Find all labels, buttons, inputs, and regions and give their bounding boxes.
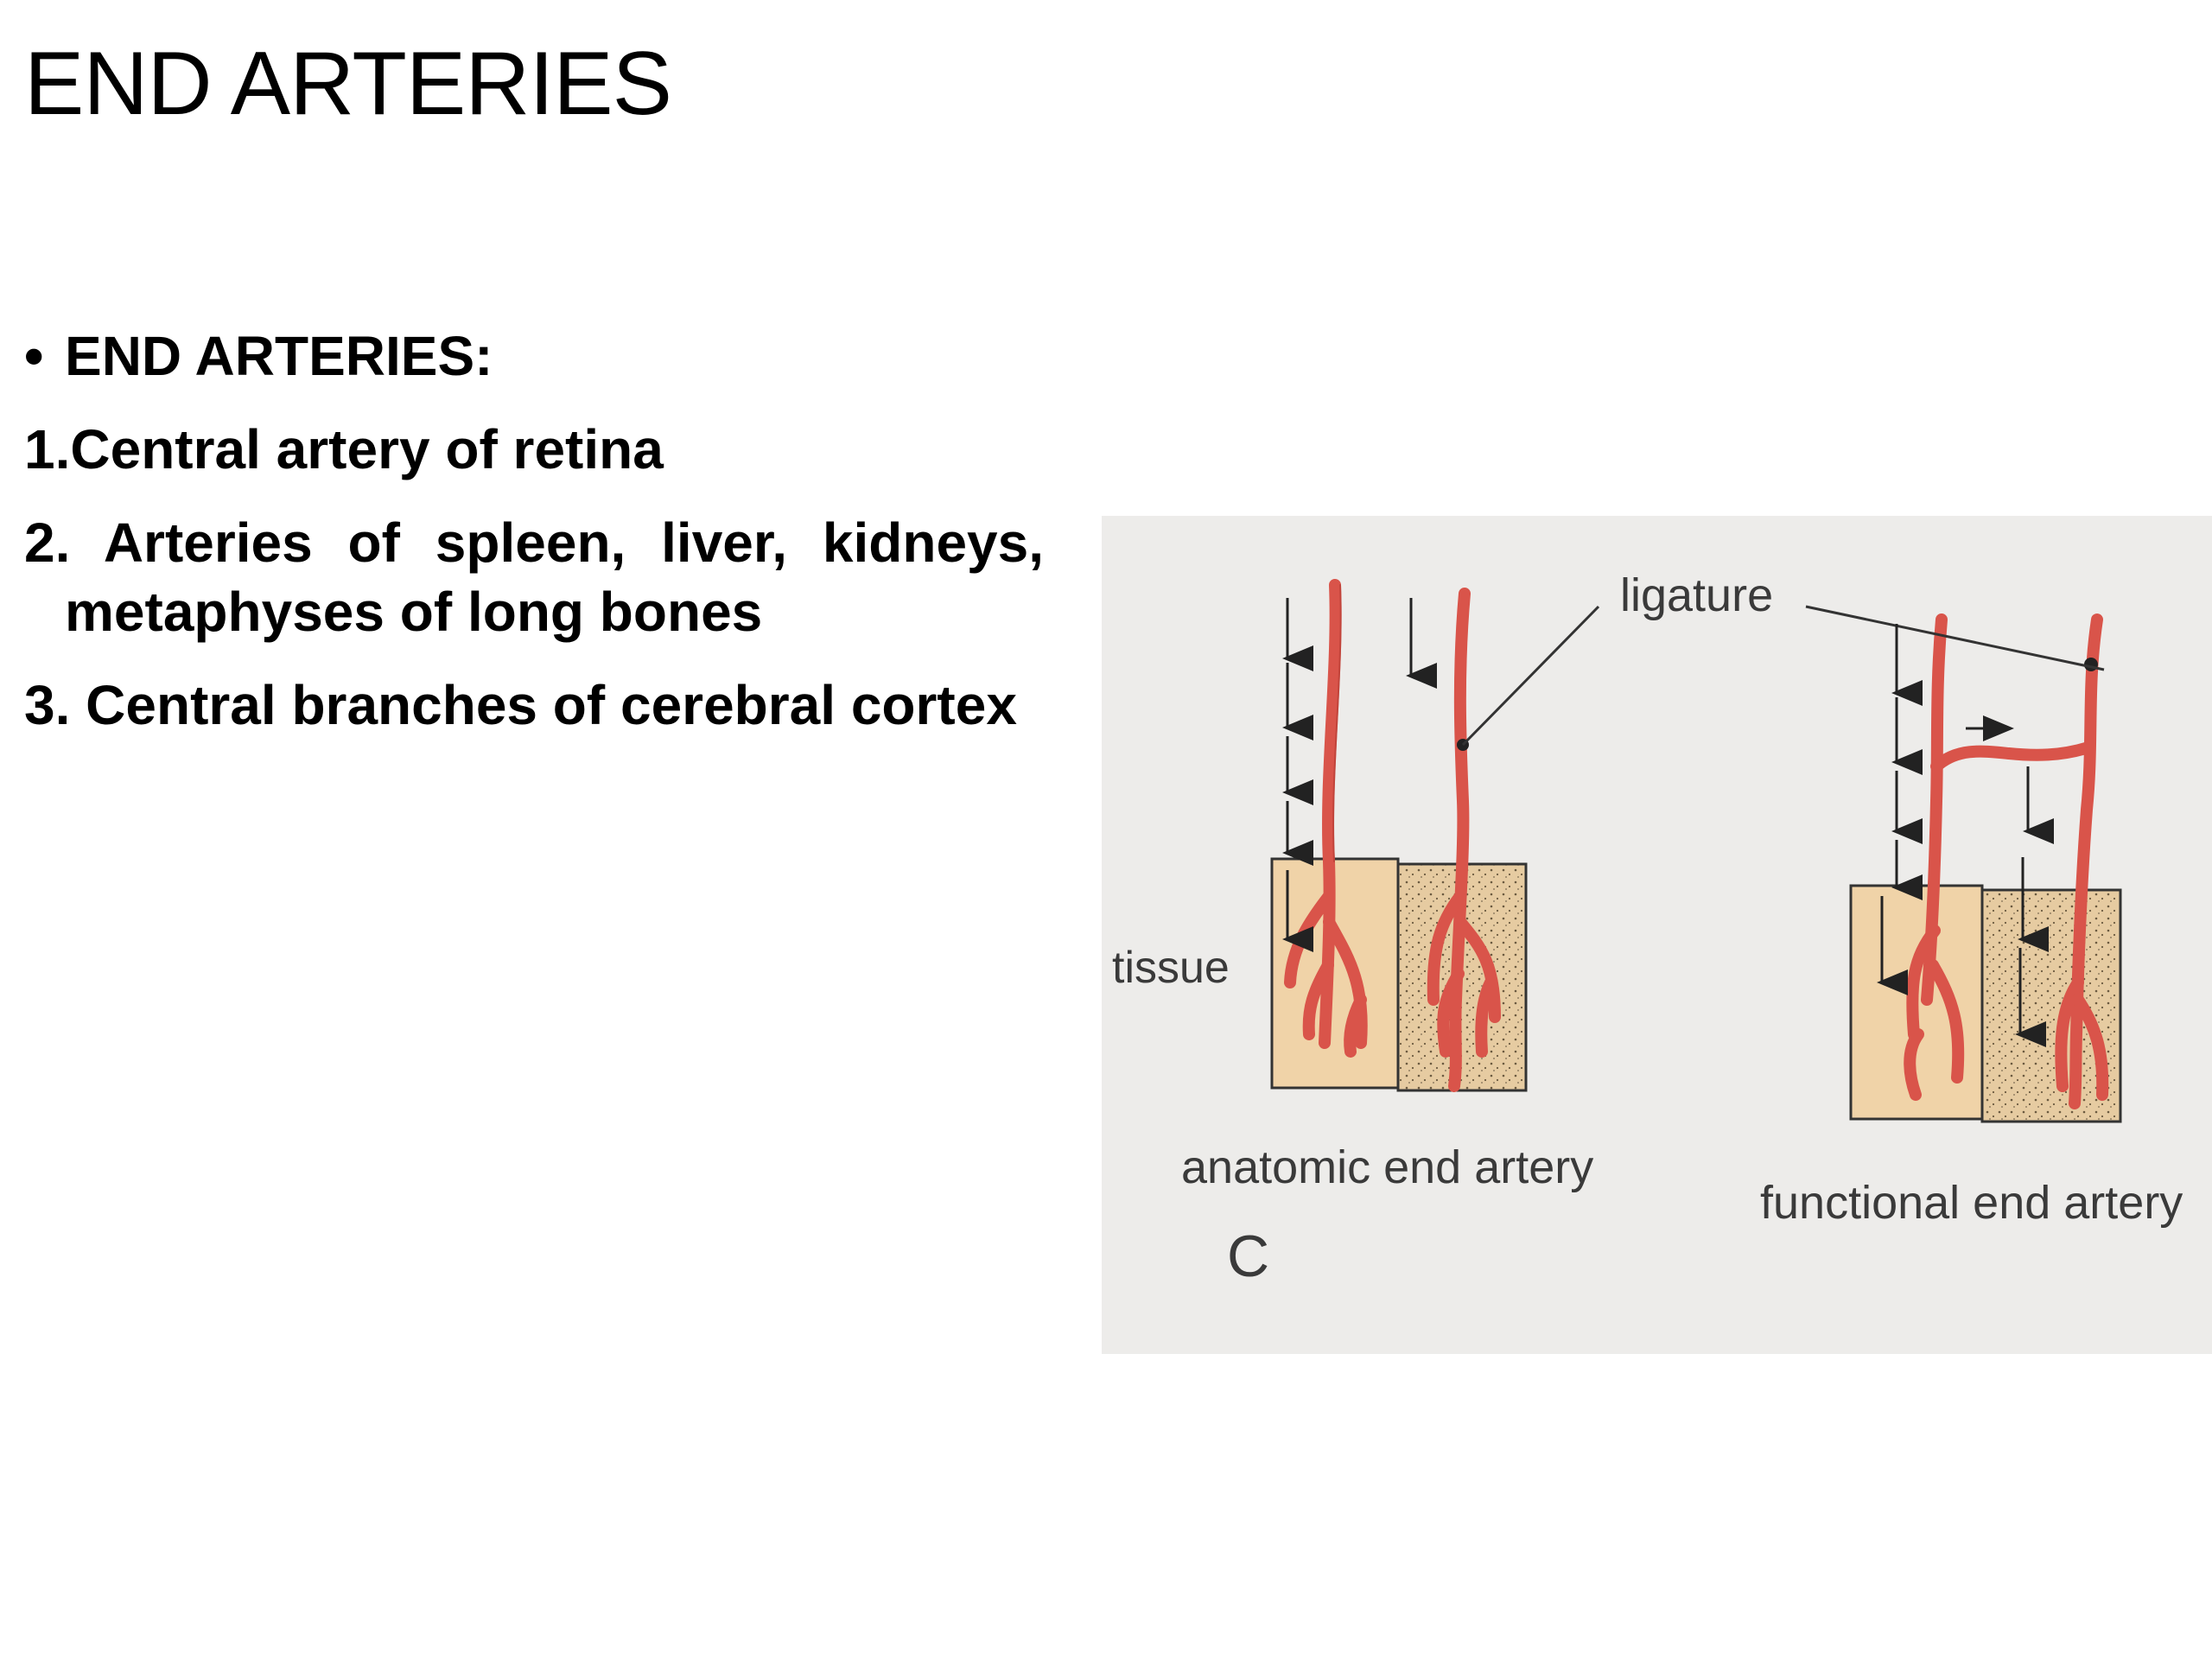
flow-arrows-left — [1282, 598, 1437, 952]
list-item: 3. Central branches of cerebral cortex — [24, 674, 1017, 736]
ligature-pointer-left — [1461, 605, 1600, 747]
label-functional: functional end artery — [1760, 1177, 2183, 1229]
bullet-heading: • END ARTERIES: — [24, 321, 1044, 391]
bullet-heading-text: END ARTERIES: — [65, 325, 493, 387]
end-artery-diagram: ligature tissue anatomic end artery func… — [1102, 516, 2212, 1354]
list-item: 1.Central artery of retina — [24, 418, 664, 480]
ligature-line-right — [1805, 605, 2105, 671]
functional-end-artery-group — [1805, 605, 2122, 1123]
end-artery-figure: ligature tissue anatomic end artery func… — [1102, 516, 2212, 1354]
label-panel: C — [1227, 1224, 1269, 1289]
label-tissue: tissue — [1112, 943, 1230, 993]
anatomic-end-artery-group — [1270, 579, 1600, 1092]
flow-arrows-right — [1877, 624, 2054, 1047]
label-anatomic: anatomic end artery — [1181, 1141, 1593, 1193]
label-ligature: ligature — [1620, 569, 1773, 621]
list-item: 2. Arteries of spleen, liver, kidneys, m… — [24, 512, 1044, 643]
slide-content: • END ARTERIES: 1.Central artery of reti… — [24, 321, 1044, 764]
slide-title: END ARTERIES — [24, 34, 672, 134]
bullet-dot-icon: • — [24, 325, 44, 387]
